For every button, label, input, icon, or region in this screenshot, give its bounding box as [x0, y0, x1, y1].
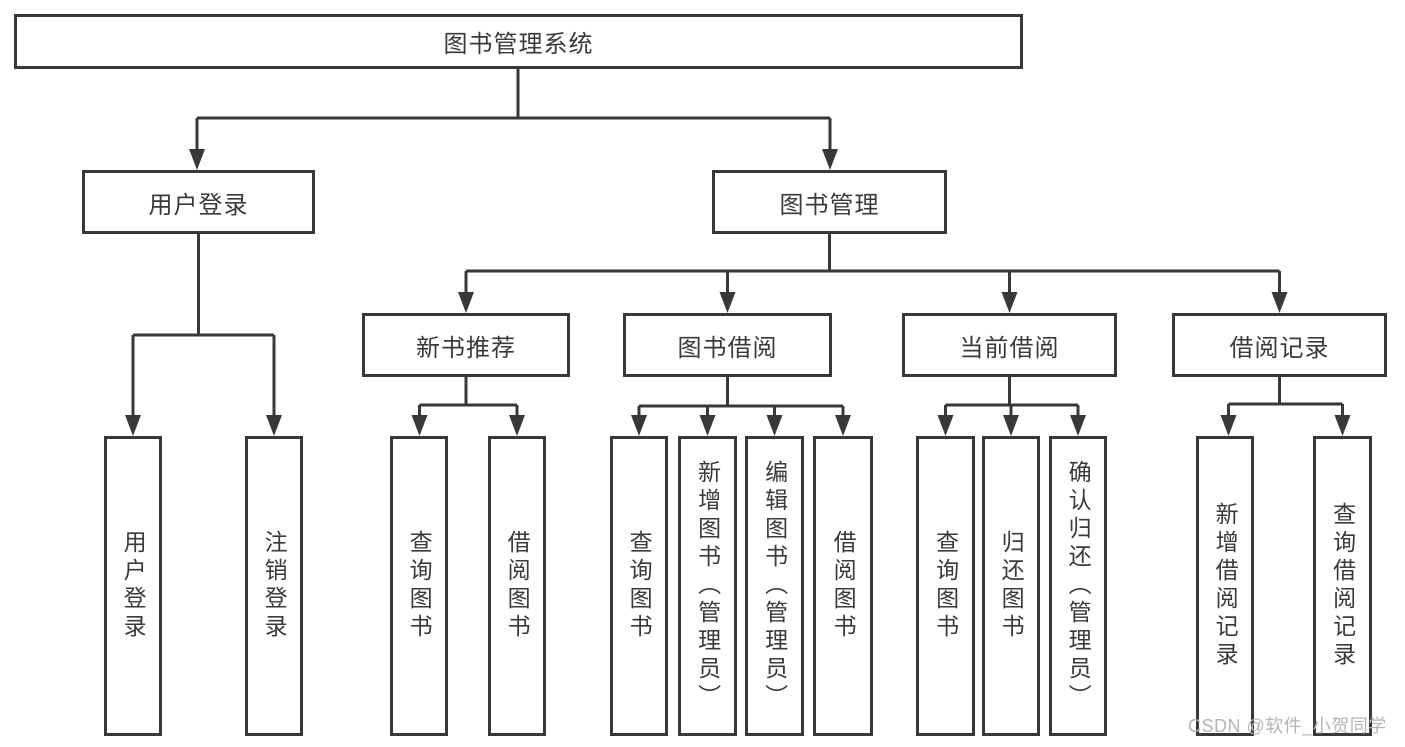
- arrowheads: [125, 149, 1351, 436]
- node-book-borrow: 图书借阅: [623, 313, 832, 377]
- leaf-user-login-label: 用户登录: [120, 530, 147, 642]
- node-user-login: 用户登录: [82, 170, 315, 234]
- leaf-confirm-return-admin-label: 确认归还（管理员）: [1065, 460, 1092, 712]
- leaf-add-book-admin-label: 新增图书（管理员）: [694, 460, 721, 712]
- leaf-edit-book-admin: 编辑图书（管理员）: [745, 436, 804, 736]
- leaf-query-books-recommend: 查询图书: [390, 436, 448, 736]
- leaf-borrow-books-recommend-label: 借阅图书: [504, 530, 531, 642]
- node-current-borrow-label: 当前借阅: [959, 334, 1060, 362]
- leaf-query-borrow-record-label: 查询借阅记录: [1329, 502, 1356, 670]
- leaf-add-borrow-record-label: 新增借阅记录: [1212, 502, 1239, 670]
- node-root: 图书管理系统: [14, 14, 1023, 69]
- watermark: CSDN @软件_小贺同学: [1188, 716, 1387, 736]
- leaf-borrow-books-borrow: 借阅图书: [813, 436, 873, 736]
- leaf-user-login: 用户登录: [104, 436, 162, 736]
- leaf-query-books-borrow: 查询图书: [610, 436, 668, 736]
- leaf-query-books-current-label: 查询图书: [932, 530, 959, 642]
- node-book-management: 图书管理: [712, 170, 947, 234]
- leaf-return-book-label: 归还图书: [998, 530, 1025, 642]
- leaf-query-books-borrow-label: 查询图书: [626, 530, 653, 642]
- node-book-borrow-label: 图书借阅: [677, 334, 778, 362]
- node-new-book-recommend-label: 新书推荐: [416, 334, 516, 362]
- node-new-book-recommend: 新书推荐: [362, 313, 570, 377]
- node-book-management-label: 图书管理: [779, 191, 880, 219]
- node-borrow-records-label: 借阅记录: [1229, 334, 1330, 362]
- leaf-logout: 注销登录: [245, 436, 303, 736]
- node-current-borrow: 当前借阅: [902, 313, 1117, 377]
- leaf-add-borrow-record: 新增借阅记录: [1196, 436, 1254, 736]
- leaf-logout-label: 注销登录: [261, 530, 288, 642]
- leaf-borrow-books-recommend: 借阅图书: [488, 436, 546, 736]
- leaf-query-borrow-record: 查询借阅记录: [1313, 436, 1372, 736]
- leaf-return-book: 归还图书: [982, 436, 1040, 736]
- leaf-borrow-books-borrow-label: 借阅图书: [830, 530, 857, 642]
- leaf-query-books-recommend-label: 查询图书: [406, 530, 433, 642]
- node-user-login-label: 用户登录: [148, 191, 249, 219]
- node-borrow-records: 借阅记录: [1172, 313, 1387, 377]
- node-root-label: 图书管理系统: [443, 31, 594, 58]
- leaf-add-book-admin: 新增图书（管理员）: [678, 436, 737, 736]
- leaf-confirm-return-admin: 确认归还（管理员）: [1049, 436, 1107, 736]
- leaf-edit-book-admin-label: 编辑图书（管理员）: [761, 460, 788, 712]
- leaf-query-books-current: 查询图书: [916, 436, 975, 736]
